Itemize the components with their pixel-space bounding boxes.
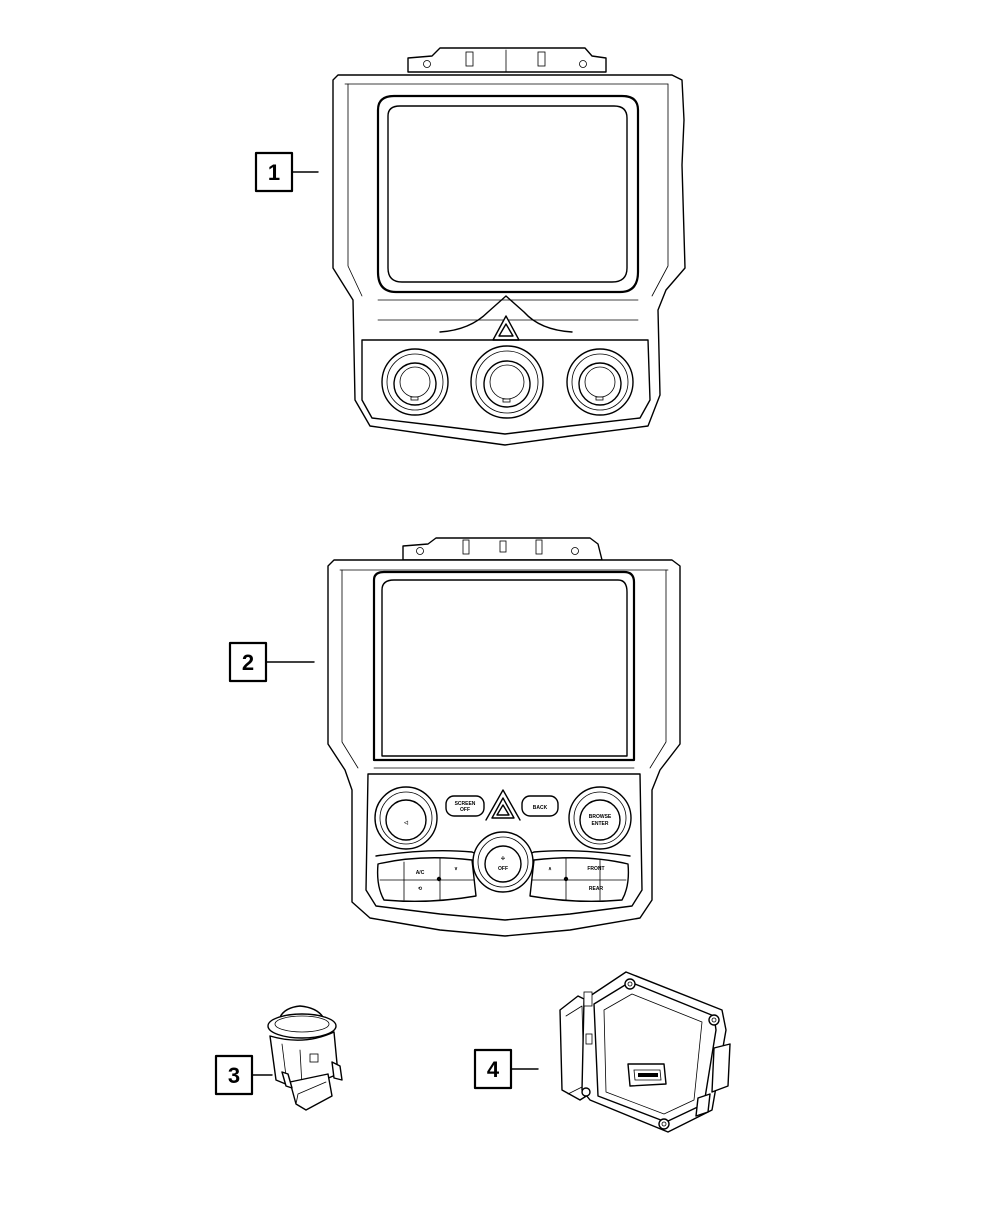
browse-knob: BROWSE ENTER bbox=[568, 786, 632, 850]
knob-right bbox=[566, 348, 634, 416]
svg-text:FRONT: FRONT bbox=[587, 866, 604, 872]
svg-text:BROWSE: BROWSE bbox=[589, 814, 612, 820]
callout-3: 3 bbox=[214, 1054, 273, 1096]
svg-text:A/C: A/C bbox=[416, 870, 425, 876]
svg-text:BACK: BACK bbox=[533, 805, 548, 811]
back-button: BACK bbox=[521, 795, 559, 817]
knob-left bbox=[381, 348, 449, 416]
hazard-button bbox=[485, 789, 521, 821]
svg-text:⟲: ⟲ bbox=[418, 886, 423, 892]
screen-off-button: SCREEN OFF bbox=[445, 795, 485, 817]
svg-text:◁: ◁ bbox=[403, 820, 408, 826]
callout-3-label: 3 bbox=[228, 1063, 240, 1088]
part-2-control-panel: ◁ BROWSE ENTER SCREEN OFF BACK bbox=[327, 537, 681, 937]
part-1-control-panel bbox=[332, 47, 686, 446]
svg-text:OFF: OFF bbox=[460, 807, 470, 813]
svg-text:∧: ∧ bbox=[548, 866, 552, 872]
callout-1-label: 1 bbox=[268, 160, 280, 185]
svg-text:REAR: REAR bbox=[589, 886, 604, 892]
svg-text:SCREEN: SCREEN bbox=[455, 801, 476, 807]
callout-4: 4 bbox=[473, 1048, 539, 1090]
svg-text:∨: ∨ bbox=[454, 866, 458, 872]
svg-text:ENTER: ENTER bbox=[592, 821, 609, 827]
part-4-module bbox=[559, 971, 731, 1133]
part-3-switch bbox=[267, 1005, 343, 1111]
callout-4-label: 4 bbox=[487, 1057, 500, 1082]
knob-center bbox=[470, 345, 544, 419]
svg-text:✢: ✢ bbox=[501, 856, 506, 862]
svg-text:OFF: OFF bbox=[498, 866, 508, 872]
callout-2: 2 bbox=[228, 641, 315, 683]
callout-2-label: 2 bbox=[242, 650, 254, 675]
callout-1: 1 bbox=[254, 151, 319, 193]
fan-knob: ✢ OFF bbox=[472, 831, 534, 893]
volume-knob: ◁ bbox=[374, 786, 438, 850]
